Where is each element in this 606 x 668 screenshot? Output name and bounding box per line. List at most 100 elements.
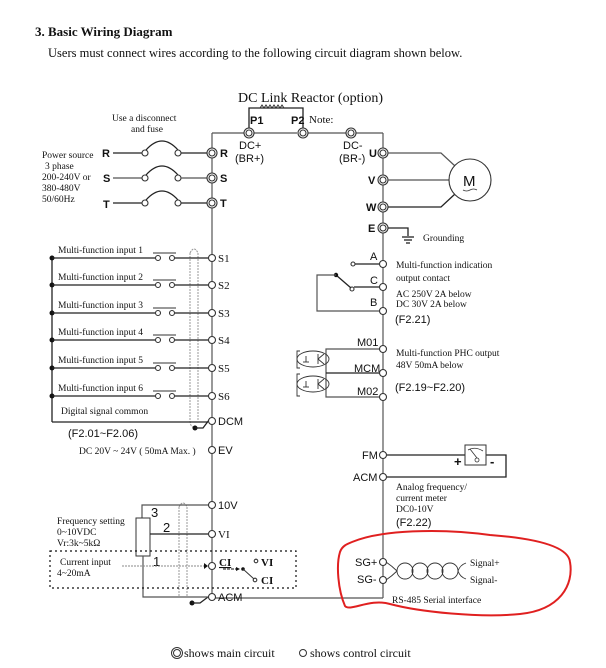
reactor-title: DC Link Reactor (option): [238, 91, 383, 106]
relay-output: A C B Multi-function indication output c…: [316, 251, 493, 326]
switch-option-ci: CI: [261, 575, 273, 587]
pot-pin-2: 2: [163, 520, 170, 535]
signal-plus-label: Signal+: [470, 559, 500, 569]
motor-icon: [448, 158, 492, 202]
digital-input-row: Multi-function input 3S3: [49, 300, 230, 320]
terminal-s4: [207, 335, 217, 345]
ground-icon: [402, 236, 414, 244]
terminal-t: [206, 197, 218, 209]
terminal-c-label: C: [370, 275, 378, 287]
digital-input-label: Multi-function input 6: [58, 383, 143, 394]
legend-control-circuit: shows control circuit: [310, 646, 411, 660]
terminal-10v: [207, 500, 217, 510]
relay-line-4: DC 30V 2A below: [396, 300, 467, 310]
fuse-s-icon: [145, 165, 179, 176]
digital-input-label: Multi-function input 1: [58, 245, 143, 256]
pot-pin-1: 1: [153, 554, 160, 569]
terminal-label: S5: [218, 363, 230, 375]
terminal-r: [206, 147, 218, 159]
relay-line-2: output contact: [396, 274, 450, 284]
terminal-sg-minus: [378, 575, 388, 585]
terminal-label: S6: [218, 391, 230, 403]
terminal-acm-meter-label: ACM: [353, 472, 377, 484]
power-source-line-1: Power source: [42, 151, 93, 161]
meter-line-2: current meter: [396, 494, 448, 504]
terminal-acm-meter: [378, 472, 388, 482]
input-switch-contact: [154, 392, 162, 400]
terminal-e: [377, 222, 389, 234]
phc-line-1: Multi-function PHC output: [396, 348, 500, 359]
terminal-u-label: U: [369, 148, 377, 160]
ci-switch-label: CI: [219, 557, 231, 569]
note-label: Note:: [309, 114, 333, 126]
photocoupler-2-icon: [296, 375, 330, 393]
br-plus-label: (BR+): [235, 153, 264, 165]
fuse-r-icon: [145, 140, 179, 151]
relay-line-3: AC 250V 2A below: [396, 290, 472, 300]
power-source-line-4: 380-480V: [42, 184, 81, 194]
switch-vi-contact[interactable]: [253, 558, 259, 564]
br-minus-label: (BR-): [339, 153, 365, 165]
switch-ci-contact[interactable]: [252, 577, 258, 583]
phc-output: M01 MCM M02 Multi-function PHC output 48…: [296, 337, 500, 402]
dc-minus-label: DC-: [343, 140, 363, 152]
p1-label: P1: [250, 115, 263, 127]
terminal-dcm: [207, 416, 217, 426]
terminal-ev: [207, 445, 217, 455]
digital-input-label: Multi-function input 4: [58, 327, 143, 338]
digital-input-row: Multi-function input 4 S4: [49, 327, 230, 347]
terminal-b: [378, 306, 388, 316]
terminal-s: [206, 172, 218, 184]
terminal-vi: [207, 529, 217, 539]
terminal-mcm-label: MCM: [354, 363, 380, 375]
fuse-r-contact-icon: [141, 149, 149, 157]
reactor-coil-icon: [259, 104, 285, 109]
analog-meter-output: FM ACM + - Analog frequency/ current met…: [353, 444, 507, 529]
photocoupler-1-icon: [296, 350, 330, 368]
intro-text: Users must connect wires according to th…: [48, 46, 463, 60]
switch-option-vi: VI: [261, 557, 273, 569]
terminal-ci: [207, 561, 217, 571]
freq-setting-line-3: Vr:3k~5kΩ: [57, 539, 100, 549]
dcm-row: Digital signal common DCM (F2.01~F2.06) …: [52, 407, 243, 457]
analog-inputs: 10V 3 2 VI 1 Frequency setting 0~10VDC V…: [49, 500, 297, 606]
grounding-label: Grounding: [423, 234, 464, 244]
legend-main-circuit: shows main circuit: [184, 646, 275, 660]
digital-input-row: Multi-function input 6 S6: [49, 383, 230, 403]
digital-input-label: Multi-function input 3: [58, 300, 143, 311]
twisted-pair-icon: [385, 561, 467, 581]
terminal-m02: [378, 392, 388, 402]
digital-params: (F2.01~F2.06): [68, 428, 138, 440]
terminal-t-label: T: [220, 198, 227, 210]
disconnect-label-1: Use a disconnect: [112, 114, 177, 124]
power-input: Use a disconnect and fuse Power source 3…: [42, 114, 228, 211]
meter-icon: [464, 444, 487, 466]
terminal-m02-label: M02: [357, 386, 378, 398]
terminal-sg-minus-label: SG-: [357, 574, 377, 586]
meter-line-3: DC0-10V: [396, 505, 434, 515]
phase-r-label: R: [102, 148, 110, 160]
terminal-sg-plus-label: SG+: [355, 557, 377, 569]
current-input-line-2: 4~20mA: [57, 569, 91, 579]
motor-output: U V W M E Grounding: [366, 147, 492, 244]
disconnect-label-2: and fuse: [131, 124, 163, 135]
terminal-mcm: [378, 368, 388, 378]
power-source-line-5: 50/60Hz: [42, 195, 75, 205]
terminal-p1: [243, 127, 255, 139]
terminal-m01-label: M01: [357, 337, 378, 349]
potentiometer-icon: [135, 517, 151, 557]
power-source-line-3: 200-240V or: [42, 173, 91, 183]
terminal-label: S4: [218, 335, 230, 347]
terminal-dcm-label: DCM: [218, 416, 243, 428]
vi-ci-switch-icon: [242, 568, 255, 580]
relay-switch-icon: [335, 274, 352, 289]
digital-input-row: Multi-function input 1S1: [49, 245, 230, 265]
relay-line-1: Multi-function indication: [396, 260, 493, 271]
terminal-s6: [207, 391, 217, 401]
terminal-acm-label: ACM: [218, 592, 242, 604]
terminal-b-label: B: [370, 297, 377, 309]
main-circuit-icon: [171, 647, 183, 659]
terminal-vi-label: VI: [218, 529, 230, 541]
control-circuit-icon: [299, 649, 307, 657]
current-input-line-1: Current input: [60, 558, 111, 568]
